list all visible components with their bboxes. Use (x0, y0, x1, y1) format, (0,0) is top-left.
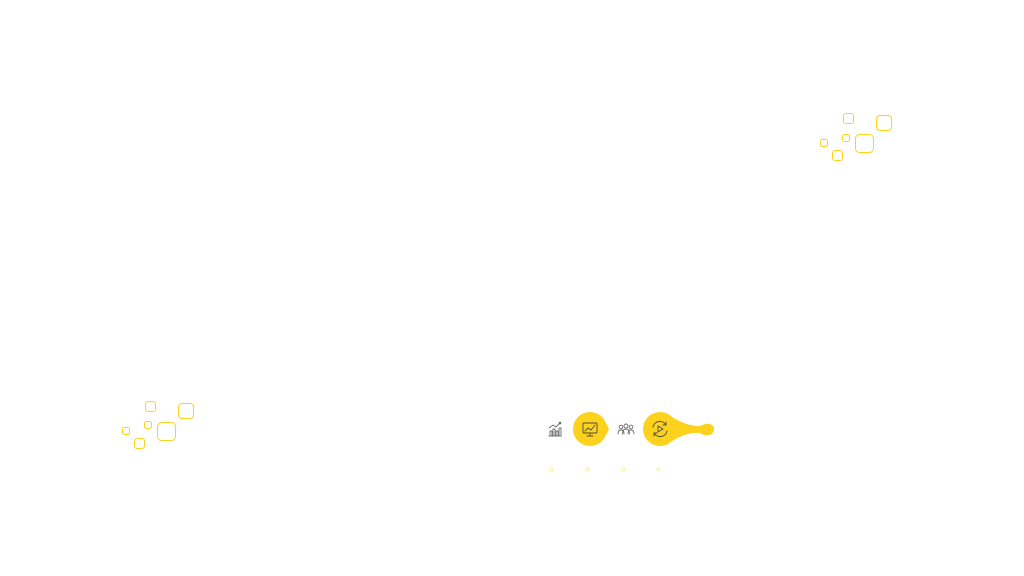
team-icon (617, 423, 635, 435)
decor-square (832, 150, 843, 161)
decor-square (134, 438, 145, 449)
decor-squares-top-right (820, 113, 892, 161)
timeline-step-markers (549, 467, 661, 472)
step-marker (549, 467, 554, 472)
step-marker (621, 467, 626, 472)
timeline-accent-shapes (573, 412, 715, 446)
decor-square (178, 403, 194, 419)
decor-square (842, 134, 850, 142)
bar-chart-icon (548, 421, 562, 437)
step-2-highlight-point (600, 415, 609, 443)
decor-square (843, 113, 854, 124)
decor-square (157, 422, 176, 441)
decor-square (820, 139, 828, 147)
decor-square (855, 134, 874, 153)
step-marker (656, 467, 661, 472)
monitor-chart-icon (582, 422, 598, 437)
decor-square (144, 421, 152, 429)
decor-square (876, 115, 892, 131)
decor-square (145, 401, 156, 412)
decor-square (122, 427, 130, 435)
process-timeline (548, 412, 715, 472)
timeline-tail (668, 414, 715, 444)
step-marker (585, 467, 590, 472)
decor-squares-bottom-left (122, 401, 194, 449)
refresh-cycle-icon (652, 421, 668, 437)
